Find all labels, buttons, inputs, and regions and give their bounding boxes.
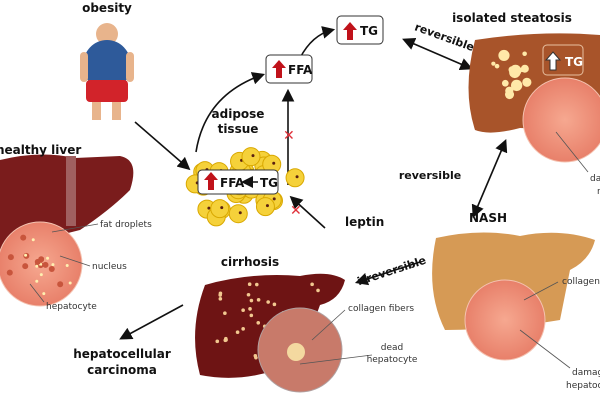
obese-person-illustration	[80, 23, 134, 120]
up-arrow-icon	[272, 60, 286, 78]
reversible-label-top: reversible	[413, 20, 476, 54]
nash-cell-magnification	[464, 279, 546, 361]
tg-box-steatosis	[542, 44, 584, 76]
steatosis-cell-magnification	[522, 77, 600, 163]
isolated-steatosis-label: isolated steatosis	[452, 11, 572, 25]
arrow-reversible-right	[471, 139, 508, 218]
collagen-label-nash: collagen fibers	[562, 277, 600, 287]
arrow-ffa-to-tg	[299, 26, 336, 59]
dead-hepatocyte-label-1: dead	[381, 343, 403, 353]
ffa-label-adipose: FFA	[220, 176, 245, 190]
inhibition-mark-icon: ✕	[290, 203, 302, 219]
healthy-liver-label: healthy liver	[0, 143, 81, 157]
hepatocyte-label: hepatocyte	[46, 302, 97, 312]
inhibition-mark-icon: ✕	[283, 128, 295, 144]
hcc-label-line2: carcinoma	[87, 363, 157, 377]
tg-label-steatosis: TG	[565, 55, 583, 69]
up-arrow-icon	[544, 51, 562, 71]
cirrhosis-label: cirrhosis	[221, 255, 279, 269]
hcc-label-line1: hepatocellular	[73, 347, 171, 361]
arrow-irreversible	[354, 261, 421, 286]
reversible-label-right: reversible	[399, 169, 461, 182]
dead-hepatocyte-label-2: hepatocyte	[367, 355, 418, 365]
damaged-hepatocyte-label-2: hepatocyte	[566, 381, 600, 391]
up-arrow-icon	[343, 22, 357, 40]
arrow-reversible-top	[402, 37, 473, 71]
tg-label: TG	[360, 24, 378, 38]
arrow-obesity-to-adipose	[134, 121, 191, 171]
adipose-label-line1: adipose	[212, 107, 265, 121]
tg-label-adipose: TG	[260, 176, 278, 190]
obesity-label: obesity	[82, 1, 132, 15]
arrow-leptin	[289, 195, 326, 229]
arrow-adipose-to-ffa	[195, 72, 266, 153]
nash-label: NASH	[469, 211, 507, 225]
ffa-label: FFA	[288, 63, 313, 77]
nucleus-label: nucleus	[92, 262, 127, 272]
fat-droplets-label: fat droplets	[100, 220, 152, 230]
ffa-tg-box	[197, 169, 279, 195]
damaged-hepatocyte-label-1: damaged	[572, 368, 600, 378]
adipose-label-line2: tissue	[218, 122, 259, 136]
damaged-nucleus-label-2: nucleus	[597, 187, 600, 197]
irreversible-label: irreversible	[356, 254, 428, 288]
damaged-nucleus-label-1: damaged	[590, 174, 600, 184]
leptin-label: leptin	[345, 215, 384, 229]
collagen-fibers-label: collagen fibers	[348, 304, 414, 314]
up-arrow-icon	[204, 172, 218, 190]
arrow-to-hcc	[119, 304, 184, 340]
